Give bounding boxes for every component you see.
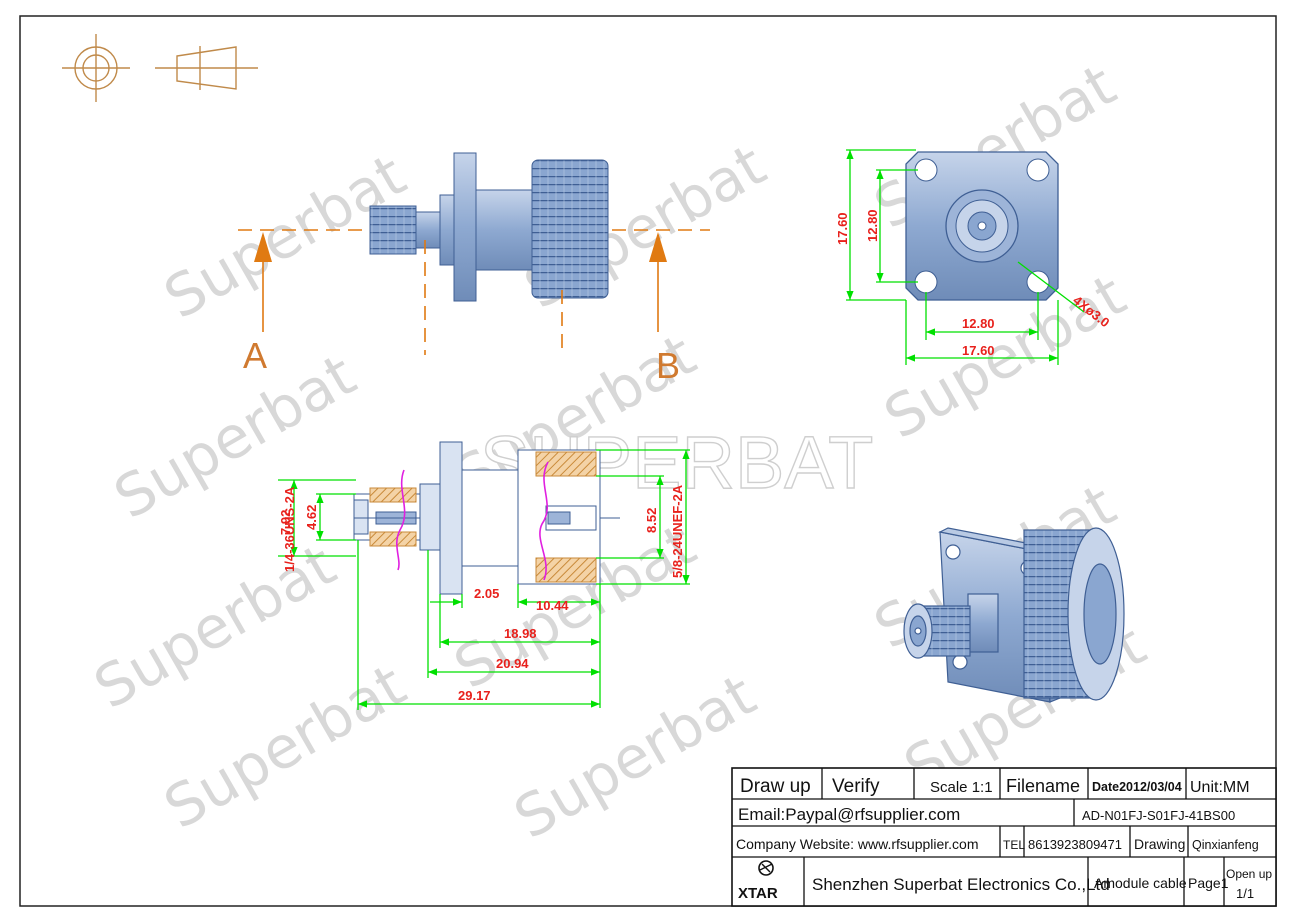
watermark-text: Superbat — [153, 651, 417, 842]
page-number: Page1 — [1188, 875, 1229, 891]
watermark-text: Superbat — [103, 341, 367, 532]
dim-len-1: 18.98 — [504, 626, 537, 641]
part-number: AD-N01FJ-S01FJ-41BS00 — [1082, 808, 1235, 823]
xtar-logo: XTAR — [738, 860, 778, 902]
dim-flange-thickness: 2.05 — [474, 586, 499, 601]
drawing-border — [19, 15, 1277, 907]
dim-hole-spacing-vertical: 12.80 — [865, 209, 880, 242]
dim-n-length: 10.44 — [536, 598, 569, 613]
company-name: Shenzhen Superbat Electronics Co.,Ltd — [812, 875, 1110, 894]
drawer-name: Qinxianfeng — [1192, 838, 1259, 852]
dim-n-thread: 5/8-24UNEF-2A — [670, 484, 685, 578]
dim-n-inner-dia: 8.52 — [644, 508, 659, 533]
draw-up-label: Draw up — [740, 776, 811, 797]
section-label-a: A — [243, 335, 267, 376]
title-block: Draw up Verify Scale 1:1 Filename Date20… — [731, 767, 1277, 907]
unit-label: Unit:MM — [1190, 779, 1250, 796]
dim-len-2: 20.94 — [496, 656, 529, 671]
email-value: Email:Paypal@rfsupplier.com — [738, 805, 960, 824]
watermark-text: Superbat — [503, 661, 767, 852]
dim-hole-spacing-horizontal: 12.80 — [962, 316, 995, 331]
dim-flange-height: 17.60 — [835, 212, 850, 245]
section-view: 7.92 1/4-36UNS-2A 4.62 8.52 5/8-24UNEF-2… — [278, 441, 690, 710]
date-value: Date2012/03/04 — [1092, 780, 1182, 794]
dim-flange-width: 17.60 — [962, 343, 995, 358]
dim-sma-inner-dia: 4.62 — [304, 505, 319, 530]
drawing-label: Drawing — [1134, 836, 1185, 852]
open-up-label: Open up — [1226, 867, 1272, 881]
dim-total-length: 29.17 — [458, 688, 491, 703]
filename-label: Filename — [1006, 776, 1080, 796]
scale-label: Scale 1:1 — [930, 779, 993, 796]
dim-sma-thread: 1/4-36UNS-2A — [282, 486, 297, 572]
product-name: Amodule cable — [1094, 875, 1187, 891]
tel-label: TEL — [1003, 838, 1025, 852]
section-label-b: B — [656, 345, 680, 386]
side-view: A B — [238, 152, 710, 386]
verify-label: Verify — [832, 776, 880, 797]
dim-sma-outer-dia: 7.92 — [278, 510, 293, 535]
open-up-count: 1/1 — [1236, 886, 1254, 901]
logo-text: XTAR — [738, 885, 778, 902]
isometric-view — [903, 527, 1125, 703]
website-value: Company Website: www.rfsupplier.com — [736, 836, 979, 852]
tel-value: 8613923809471 — [1028, 837, 1122, 852]
projection-symbol — [62, 34, 258, 102]
